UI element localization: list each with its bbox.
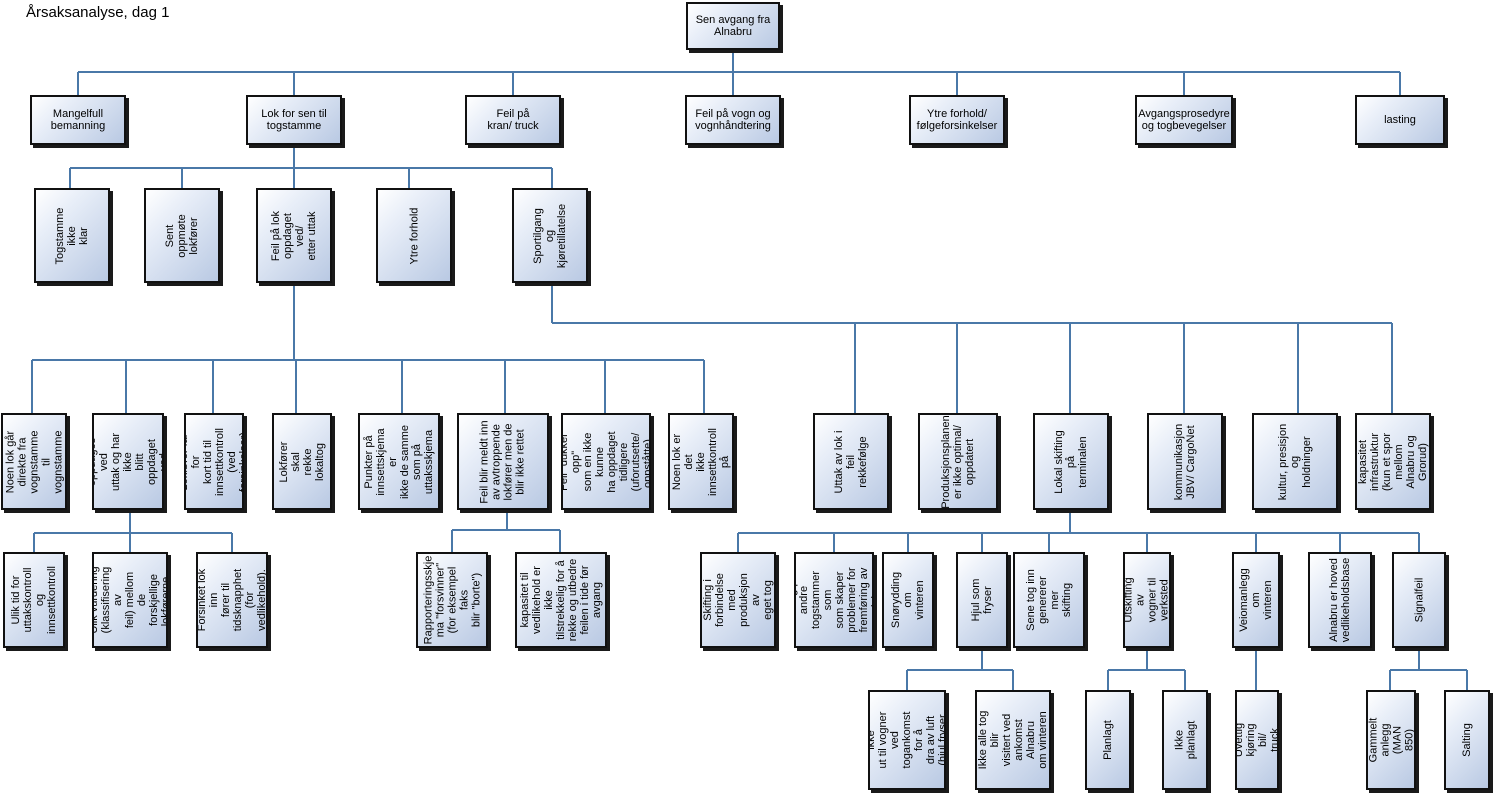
node-label: Noen lok er det ikke innsettkontroll på bbox=[671, 427, 731, 496]
node-kultur: kultur, presisjon og holdninger bbox=[1252, 413, 1338, 510]
node-ulik-vurdering: Ulik vurdering (klassifisering av feil) … bbox=[92, 552, 168, 648]
node-label: Ytre forhold bbox=[408, 207, 420, 264]
node-gammelt-anlegg: Gammelt anlegg (MAN 850) bbox=[1366, 690, 1416, 790]
node-label: Ytre forhold/ følgeforsinkelser bbox=[916, 108, 998, 132]
node-label: Skifting på andre togstammer som som ska… bbox=[794, 567, 874, 633]
node-label: Ulik tid for uttakskontroll og innsettko… bbox=[10, 566, 58, 634]
node-label: Feil på vogn og vognhåndtering bbox=[695, 108, 771, 132]
node-lasting: lasting bbox=[1355, 95, 1445, 145]
node-hjul-fryser: Hjul som fryser bbox=[956, 552, 1008, 648]
node-label: Gammelt anlegg (MAN 850) bbox=[1367, 717, 1415, 763]
node-sene-tog: Sene tog inn genererer mer skifting bbox=[1013, 552, 1085, 648]
node-feil-pa-lok: Feil på lok oppdaget ved/ etter uttak bbox=[256, 188, 332, 283]
node-label: Produksjonsplanen er ikke optimal/ oppda… bbox=[940, 414, 977, 509]
node-feil-vogn: Feil på vogn og vognhåndtering bbox=[685, 95, 781, 145]
node-label: Mangelfull bemanning bbox=[50, 108, 106, 132]
node-feil-kran-truck: Feil på kran/ truck bbox=[465, 95, 561, 145]
node-label: lasting bbox=[1384, 114, 1416, 126]
node-skifting-andre: Skifting på andre togstammer som som ska… bbox=[794, 552, 874, 648]
node-label: Ikke planlagt bbox=[1173, 720, 1197, 760]
node-label: Salting bbox=[1460, 723, 1473, 757]
node-rapporteringsskjema: Rapporteringsskje ma "forsvinner" (for e… bbox=[416, 552, 488, 648]
node-skifting-eget-tog: Skifting i forbindelse med produksjon av… bbox=[700, 552, 776, 648]
node-label: Veiomanlegg om vinteren bbox=[1238, 568, 1275, 632]
node-veiomanlegg: Veiomanlegg om vinteren bbox=[1232, 552, 1280, 648]
node-label: Alnabru er hoved vedlikeholdsbase bbox=[1328, 557, 1353, 643]
node-label: Snørydding om vinteren bbox=[890, 571, 927, 629]
node-uttak-feil-rekkefolge: Uttak av lok i feil rekkefølge bbox=[813, 413, 889, 510]
node-label: Lokal skifting på terminalen bbox=[1053, 429, 1089, 494]
node-label: kultur, presisjon og holdninger bbox=[1277, 423, 1313, 500]
node-label: Feil på lok oppdaget ved/ etter uttak bbox=[270, 210, 318, 261]
node-label: Utskifting av vogner til verksted bbox=[1123, 577, 1171, 623]
node-produksjonsplanen: Produksjonsplanen er ikke optimal/ oppda… bbox=[918, 413, 998, 510]
node-label: Signalfeil bbox=[1412, 577, 1425, 623]
node-label: Feil blir meldt inn av avtroppende lokfø… bbox=[478, 419, 527, 504]
node-salting: Salting bbox=[1444, 690, 1490, 790]
diagram-title: Årsaksanalyse, dag 1 bbox=[26, 4, 170, 21]
node-kommunikasjon: kommunikasjon JBV/ CargoNet bbox=[1147, 413, 1223, 510]
node-sent-oppmote: Sent oppmøte lokfører bbox=[144, 188, 220, 283]
node-root: Sen avgang fra Alnabru bbox=[686, 2, 780, 50]
node-label: Feil på kran/ truck bbox=[487, 108, 539, 132]
node-sportilgang: Sportilgang og kjøretillatelse bbox=[512, 188, 588, 283]
node-label: Forsinket lok inn fører til tidsknapphet… bbox=[196, 568, 268, 632]
node-label: Planlagt bbox=[1102, 720, 1115, 760]
node-utskifting-vogner: Utskifting av vogner til verksted bbox=[1123, 552, 1171, 648]
node-label: Visitører går ikke ut til vogner ved tog… bbox=[868, 711, 946, 769]
node-snorydding: Snørydding om vinteren bbox=[882, 552, 934, 648]
node-rekke-lokaltog: Lokfører skal rekke lokaltog bbox=[272, 413, 332, 510]
node-feil-oppdages-uttak: Feil oppdages ved uttak og har ikke blit… bbox=[92, 413, 164, 510]
node-label: Punkter på innsettskjema er ikke de samm… bbox=[363, 424, 435, 499]
node-noen-lok-direkte: Noen lok går direkte fra vognstamme til … bbox=[1, 413, 67, 510]
node-kort-tid-innsett: Lokfører får for kort tid til innsettkon… bbox=[184, 413, 244, 510]
node-uvettig-kjoring: Uvettig kjøring bil/ truck bbox=[1235, 690, 1279, 790]
node-punkter-innsettskjema: Punkter på innsettskjema er ikke de samm… bbox=[358, 413, 440, 510]
node-root-label: Sen avgang fra Alnabru bbox=[695, 14, 771, 38]
node-label: Feil oppdages ved uttak og har ikke blit… bbox=[92, 432, 164, 491]
node-ytre-forhold: Ytre forhold bbox=[376, 188, 452, 283]
node-label: kapasitet infrastruktur (kun et spor mel… bbox=[1357, 432, 1429, 491]
node-forsinket-lok: Forsinket lok inn fører til tidsknapphet… bbox=[196, 552, 268, 648]
node-lok-for-sen: Lok for sen til togstamme bbox=[246, 95, 342, 145]
node-label: Ikke alle tog blir visitert ved ankomst … bbox=[977, 710, 1049, 770]
node-feil-meldt-inn: Feil blir meldt inn av avtroppende lokfø… bbox=[457, 413, 549, 510]
node-label: Avgangsprosedyre og togbevegelser bbox=[1138, 108, 1230, 132]
node-lokal-skifting: Lokal skifting på terminalen bbox=[1033, 413, 1109, 510]
node-label: Hjul som fryser bbox=[970, 578, 994, 622]
node-label: Lok for sen til togstamme bbox=[261, 108, 327, 132]
node-avgangsprosedyre: Avgangsprosedyre og togbevegelser bbox=[1135, 95, 1233, 145]
node-ulik-tid: Ulik tid for uttakskontroll og innsettko… bbox=[3, 552, 65, 648]
node-label: Uttak av lok i feil rekkefølge bbox=[833, 430, 869, 493]
node-ikke-innsettkontroll: Noen lok er det ikke innsettkontroll på bbox=[668, 413, 734, 510]
node-label: Sportilgang og kjøretillatelse bbox=[532, 203, 568, 268]
node-signalfeil: Signalfeil bbox=[1392, 552, 1446, 648]
node-label: Sent oppmøte lokfører bbox=[164, 213, 200, 258]
node-label: kapasitet til vedlikehold er ikke tilstr… bbox=[519, 558, 603, 642]
node-ytre-forhold-folge: Ytre forhold/ følgeforsinkelser bbox=[909, 95, 1005, 145]
node-label: Uvettig kjøring bil/ truck bbox=[1235, 722, 1279, 758]
node-label: Togstamme ikke klar bbox=[54, 207, 90, 264]
node-kapasitet-vedlikehold: kapasitet til vedlikehold er ikke tilstr… bbox=[515, 552, 607, 648]
node-togstamme-ikke-klar: Togstamme ikke klar bbox=[34, 188, 110, 283]
node-label: kommunikasjon JBV/ CargoNet bbox=[1173, 423, 1198, 500]
node-label: Feil "dukker opp" som en ikke kunne ha o… bbox=[561, 430, 651, 493]
node-label: Skifting i forbindelse med produksjon av… bbox=[702, 573, 774, 627]
node-ikke-planlagt: Ikke planlagt bbox=[1162, 690, 1208, 790]
node-label: Lokfører får for kort tid til innsettkon… bbox=[184, 427, 244, 496]
node-alnabru-vedlikeholdsbase: Alnabru er hoved vedlikeholdsbase bbox=[1308, 552, 1372, 648]
node-kapasitet-infrastruktur: kapasitet infrastruktur (kun et spor mel… bbox=[1355, 413, 1431, 510]
node-visitorer: Visitører går ikke ut til vogner ved tog… bbox=[868, 690, 946, 790]
node-mangelfull-bemanning: Mangelfull bemanning bbox=[30, 95, 126, 145]
node-label: Ulik vurdering (klassifisering av feil) … bbox=[92, 566, 168, 634]
node-ikke-alle-tog-visitert: Ikke alle tog blir visitert ved ankomst … bbox=[975, 690, 1051, 790]
node-label: Noen lok går direkte fra vognstamme til … bbox=[4, 430, 65, 493]
node-label: Lokfører skal rekke lokaltog bbox=[278, 441, 326, 482]
node-label: Rapporteringsskje ma "forsvinner" (for e… bbox=[422, 555, 482, 645]
node-planlagt: Planlagt bbox=[1085, 690, 1131, 790]
node-feil-dukker-opp: Feil "dukker opp" som en ikke kunne ha o… bbox=[561, 413, 651, 510]
node-label: Sene tog inn genererer mer skifting bbox=[1025, 569, 1073, 631]
